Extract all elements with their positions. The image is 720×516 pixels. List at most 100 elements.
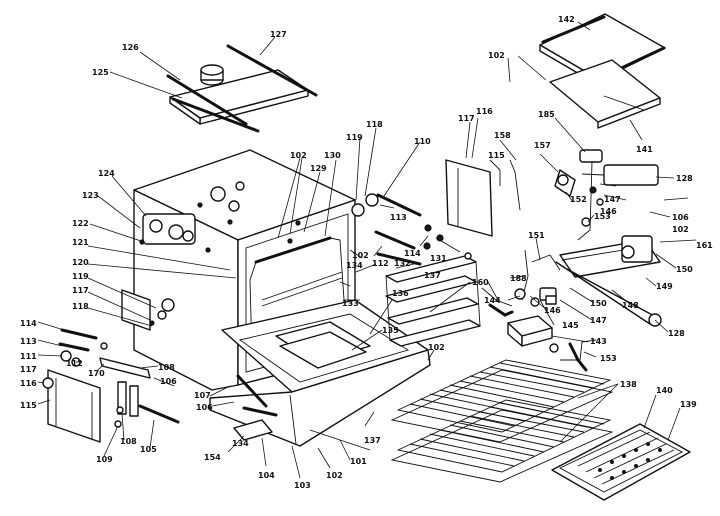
callout-106-b: 106 [160, 377, 177, 386]
part-ignitor [481, 159, 561, 317]
callout-labels: 127 126 125 142 102 141 185 128 117 116 … [20, 15, 713, 490]
callout-120: 120 [72, 258, 89, 267]
rack-bars-top [409, 362, 605, 427]
callout-102-f: 102 [428, 343, 445, 352]
callout-114-b: 114 [20, 319, 37, 328]
callout-157: 157 [534, 141, 551, 150]
callout-145: 145 [562, 321, 579, 330]
part-bottom-pan [209, 299, 431, 451]
callout-137: 137 [424, 271, 441, 280]
callout-103: 103 [294, 481, 311, 490]
callout-116: 116 [476, 107, 493, 116]
callout-140: 140 [656, 386, 673, 395]
callout-147: 147 [604, 195, 621, 204]
callout-154: 154 [204, 453, 221, 462]
callout-102-d: 102 [352, 251, 369, 260]
callout-143: 143 [590, 337, 607, 346]
callout-124: 124 [98, 169, 115, 178]
part-broil-burner [554, 149, 662, 327]
callout-118-b: 118 [72, 302, 89, 311]
callout-170: 170 [88, 369, 105, 378]
callout-117-b: 117 [72, 286, 89, 295]
callout-188: 188 [510, 274, 527, 283]
callout-127: 127 [270, 30, 287, 39]
callout-102: 102 [488, 51, 505, 60]
callout-129: 129 [310, 164, 327, 173]
callout-138: 138 [620, 380, 637, 389]
part-oven-racks [390, 359, 614, 483]
callout-132: 132 [394, 259, 411, 268]
callout-158: 158 [494, 131, 511, 140]
callout-146-b: 146 [544, 306, 561, 315]
callout-121: 121 [72, 238, 89, 247]
callout-134: 134 [346, 261, 363, 270]
callout-101: 101 [350, 457, 367, 466]
callout-122: 122 [72, 219, 89, 228]
callout-161: 161 [696, 241, 713, 250]
callout-139: 139 [680, 400, 697, 409]
rack-bars-bottom [409, 402, 605, 467]
callout-107: 107 [194, 391, 211, 400]
callout-119-b: 119 [72, 272, 89, 281]
callout-115-b: 115 [20, 401, 37, 410]
callout-151: 151 [528, 231, 545, 240]
callout-126: 126 [122, 43, 139, 52]
part-top-panel [166, 44, 318, 133]
callout-135: 135 [382, 326, 399, 335]
callout-105: 105 [140, 445, 157, 454]
callout-130: 130 [324, 151, 341, 160]
callout-112: 112 [372, 259, 389, 268]
callout-102-b: 102 [290, 151, 307, 160]
callout-118: 118 [366, 120, 383, 129]
callout-134-b: 134 [232, 439, 249, 448]
callout-108: 108 [158, 363, 175, 372]
part-rack-guides [385, 255, 481, 347]
callout-109: 109 [96, 455, 113, 464]
callout-125: 125 [92, 68, 109, 77]
callout-119: 119 [346, 133, 363, 142]
callout-114: 114 [404, 249, 421, 258]
callout-150-b: 150 [590, 299, 607, 308]
callout-104: 104 [258, 471, 275, 480]
callout-153: 153 [594, 212, 611, 221]
callout-102-e: 102 [326, 471, 343, 480]
callout-131: 131 [430, 254, 447, 263]
callout-146: 146 [600, 207, 617, 216]
callout-106-c: 106 [196, 403, 213, 412]
callout-142: 142 [558, 15, 575, 24]
callout-116-b: 116 [20, 379, 37, 388]
part-broiler-pan [551, 423, 691, 501]
parts-drawing [42, 13, 691, 501]
callout-108-b: 108 [120, 437, 137, 446]
callout-128: 128 [676, 174, 693, 183]
callout-136: 136 [392, 289, 409, 298]
callout-112-b: 112 [66, 359, 83, 368]
callout-128-b: 128 [668, 329, 685, 338]
leader-lines [37, 21, 697, 479]
callout-113-b: 113 [20, 337, 37, 346]
callout-141: 141 [636, 145, 653, 154]
callout-147-b: 147 [590, 316, 607, 325]
callout-185: 185 [538, 110, 555, 119]
callout-152: 152 [570, 195, 587, 204]
part-side-panel [351, 159, 501, 266]
callout-113: 113 [390, 213, 407, 222]
part-top-cover [539, 13, 666, 129]
part-left-door-panel [42, 328, 180, 443]
part-valve-block [507, 315, 597, 372]
callout-102-c: 102 [672, 225, 689, 234]
callout-150: 150 [676, 265, 693, 274]
callout-160: 160 [472, 278, 489, 287]
callout-111: 111 [20, 352, 37, 361]
callout-115: 115 [488, 151, 505, 160]
callout-117-c: 117 [20, 365, 37, 374]
callout-123: 123 [82, 191, 99, 200]
callout-106: 106 [672, 213, 689, 222]
callout-117: 117 [458, 114, 475, 123]
callout-144: 144 [484, 296, 501, 305]
callout-153-b: 153 [600, 354, 617, 363]
callout-148: 148 [622, 301, 639, 310]
callout-137-b: 137 [364, 436, 381, 445]
callout-149: 149 [656, 282, 673, 291]
